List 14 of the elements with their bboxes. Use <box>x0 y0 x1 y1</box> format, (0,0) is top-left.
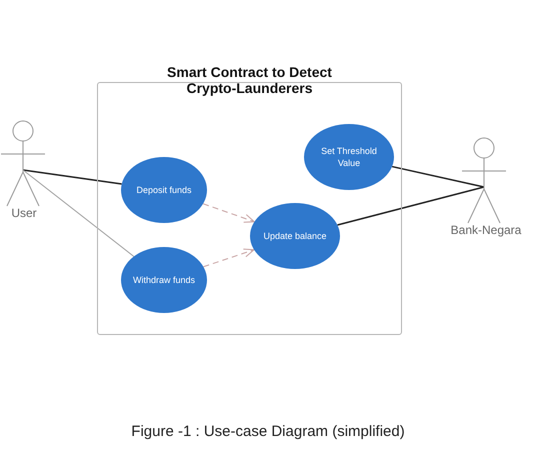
figure-caption: Figure -1 : Use-case Diagram (simplified) <box>130 423 406 440</box>
dashed-arrow <box>202 203 255 223</box>
association-line <box>22 170 134 257</box>
use-case-label: Withdraw funds <box>132 274 196 286</box>
use-case-label: Update balance <box>262 230 328 242</box>
actor-label: Bank-Negara <box>450 223 522 237</box>
association-line <box>392 166 484 188</box>
association-line <box>337 186 484 226</box>
use-case-label: Set Threshold Value <box>320 145 378 169</box>
use-case-label: Deposit funds <box>135 184 193 196</box>
system-title: Smart Contract to Detect Crypto-Launderers <box>166 64 333 96</box>
dashed-arrow <box>202 248 255 268</box>
association-line <box>22 169 122 185</box>
actor-label: User <box>11 206 37 220</box>
